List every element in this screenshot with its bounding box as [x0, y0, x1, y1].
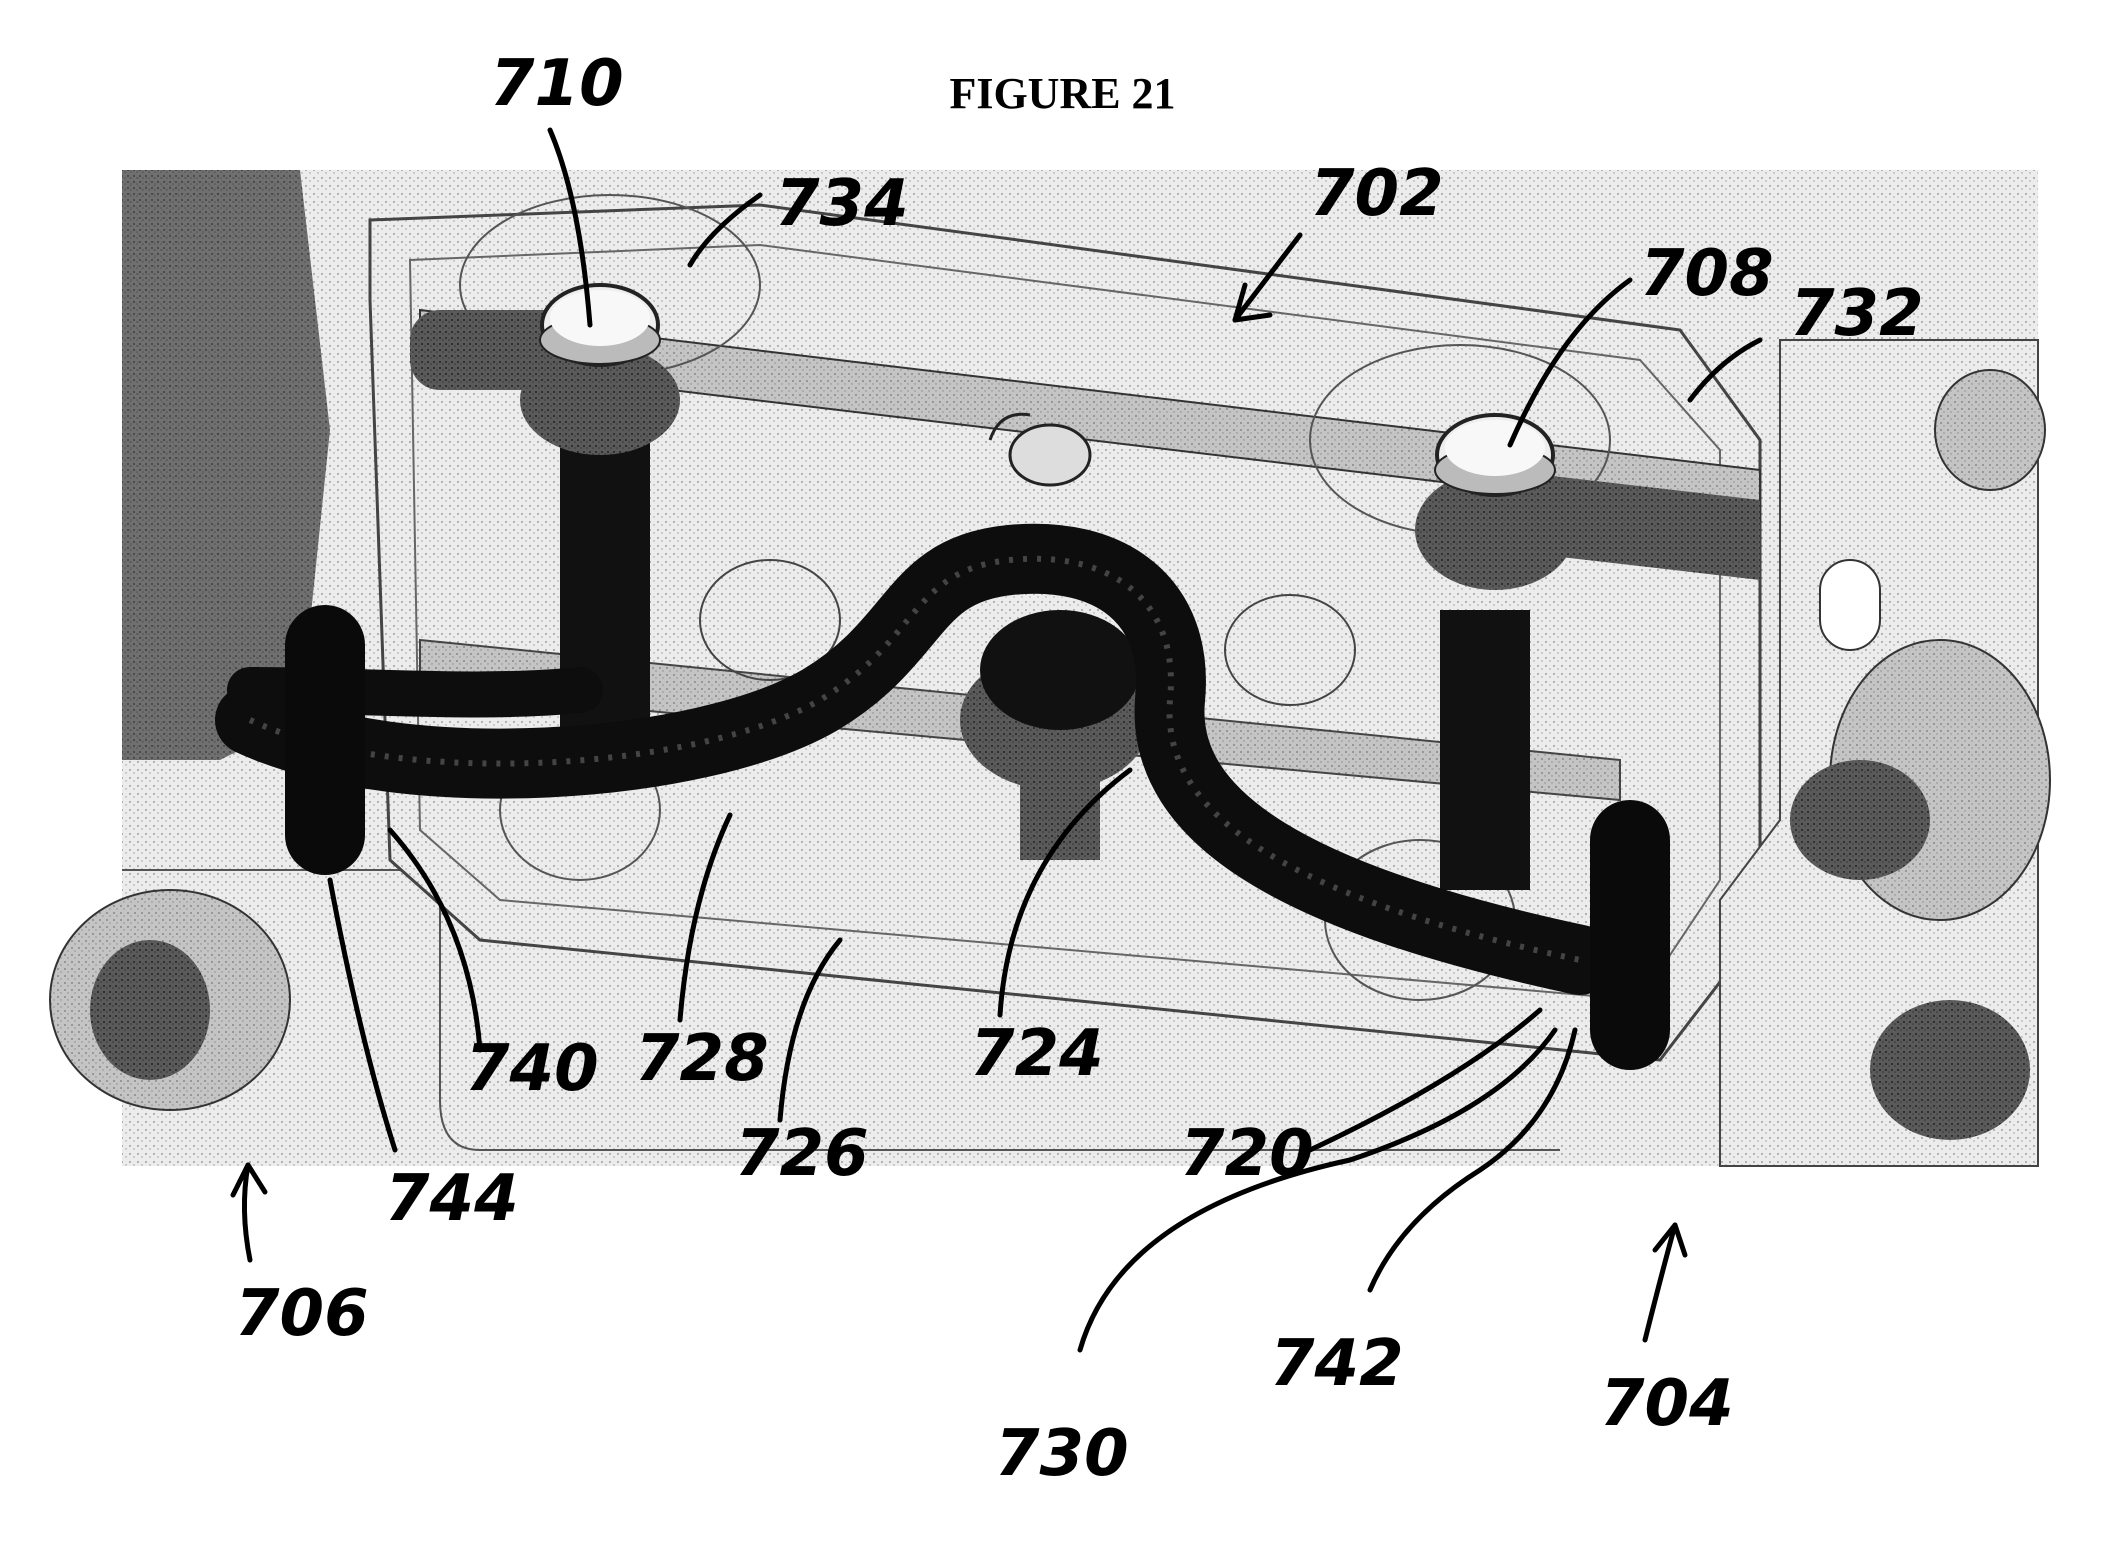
label-728: 728 [635, 1022, 769, 1096]
leader-lines [230, 127, 1763, 1353]
reference-labels: 710 734 702 708 732 740 728 724 726 744 … [235, 47, 1924, 1491]
label-726: 726 [735, 1117, 869, 1191]
label-706: 706 [235, 1277, 369, 1351]
leader-730 [1077, 1027, 1558, 1353]
label-742: 742 [1270, 1327, 1404, 1401]
label-710: 710 [490, 47, 624, 121]
label-730: 730 [995, 1417, 1129, 1491]
arrow-702 [1232, 232, 1303, 323]
leader-724 [997, 767, 1133, 1018]
leader-708 [1507, 277, 1633, 448]
figure-title: FIGURE 21 [949, 69, 1176, 118]
leader-726 [777, 937, 843, 1123]
leader-728 [677, 812, 733, 1023]
leader-710 [547, 127, 593, 328]
leader-734 [687, 192, 763, 268]
arrowhead-706 [230, 1162, 268, 1198]
arrow-706 [241, 1162, 253, 1263]
arrowhead-704 [1652, 1222, 1688, 1258]
label-704: 704 [1600, 1367, 1734, 1441]
label-720: 720 [1180, 1117, 1314, 1191]
leader-742 [1367, 1027, 1578, 1293]
leader-720 [1307, 1007, 1543, 1153]
arrowhead-702 [1232, 282, 1273, 323]
label-740: 740 [465, 1032, 599, 1106]
label-732: 732 [1790, 277, 1924, 351]
label-724: 724 [970, 1017, 1104, 1091]
leader-740 [387, 827, 483, 1053]
label-702: 702 [1310, 157, 1444, 231]
label-734: 734 [775, 167, 909, 241]
leader-732 [1687, 337, 1763, 403]
arrow-704 [1642, 1222, 1678, 1343]
leader-744 [327, 877, 398, 1153]
label-708: 708 [1640, 237, 1774, 311]
label-744: 744 [385, 1162, 519, 1236]
